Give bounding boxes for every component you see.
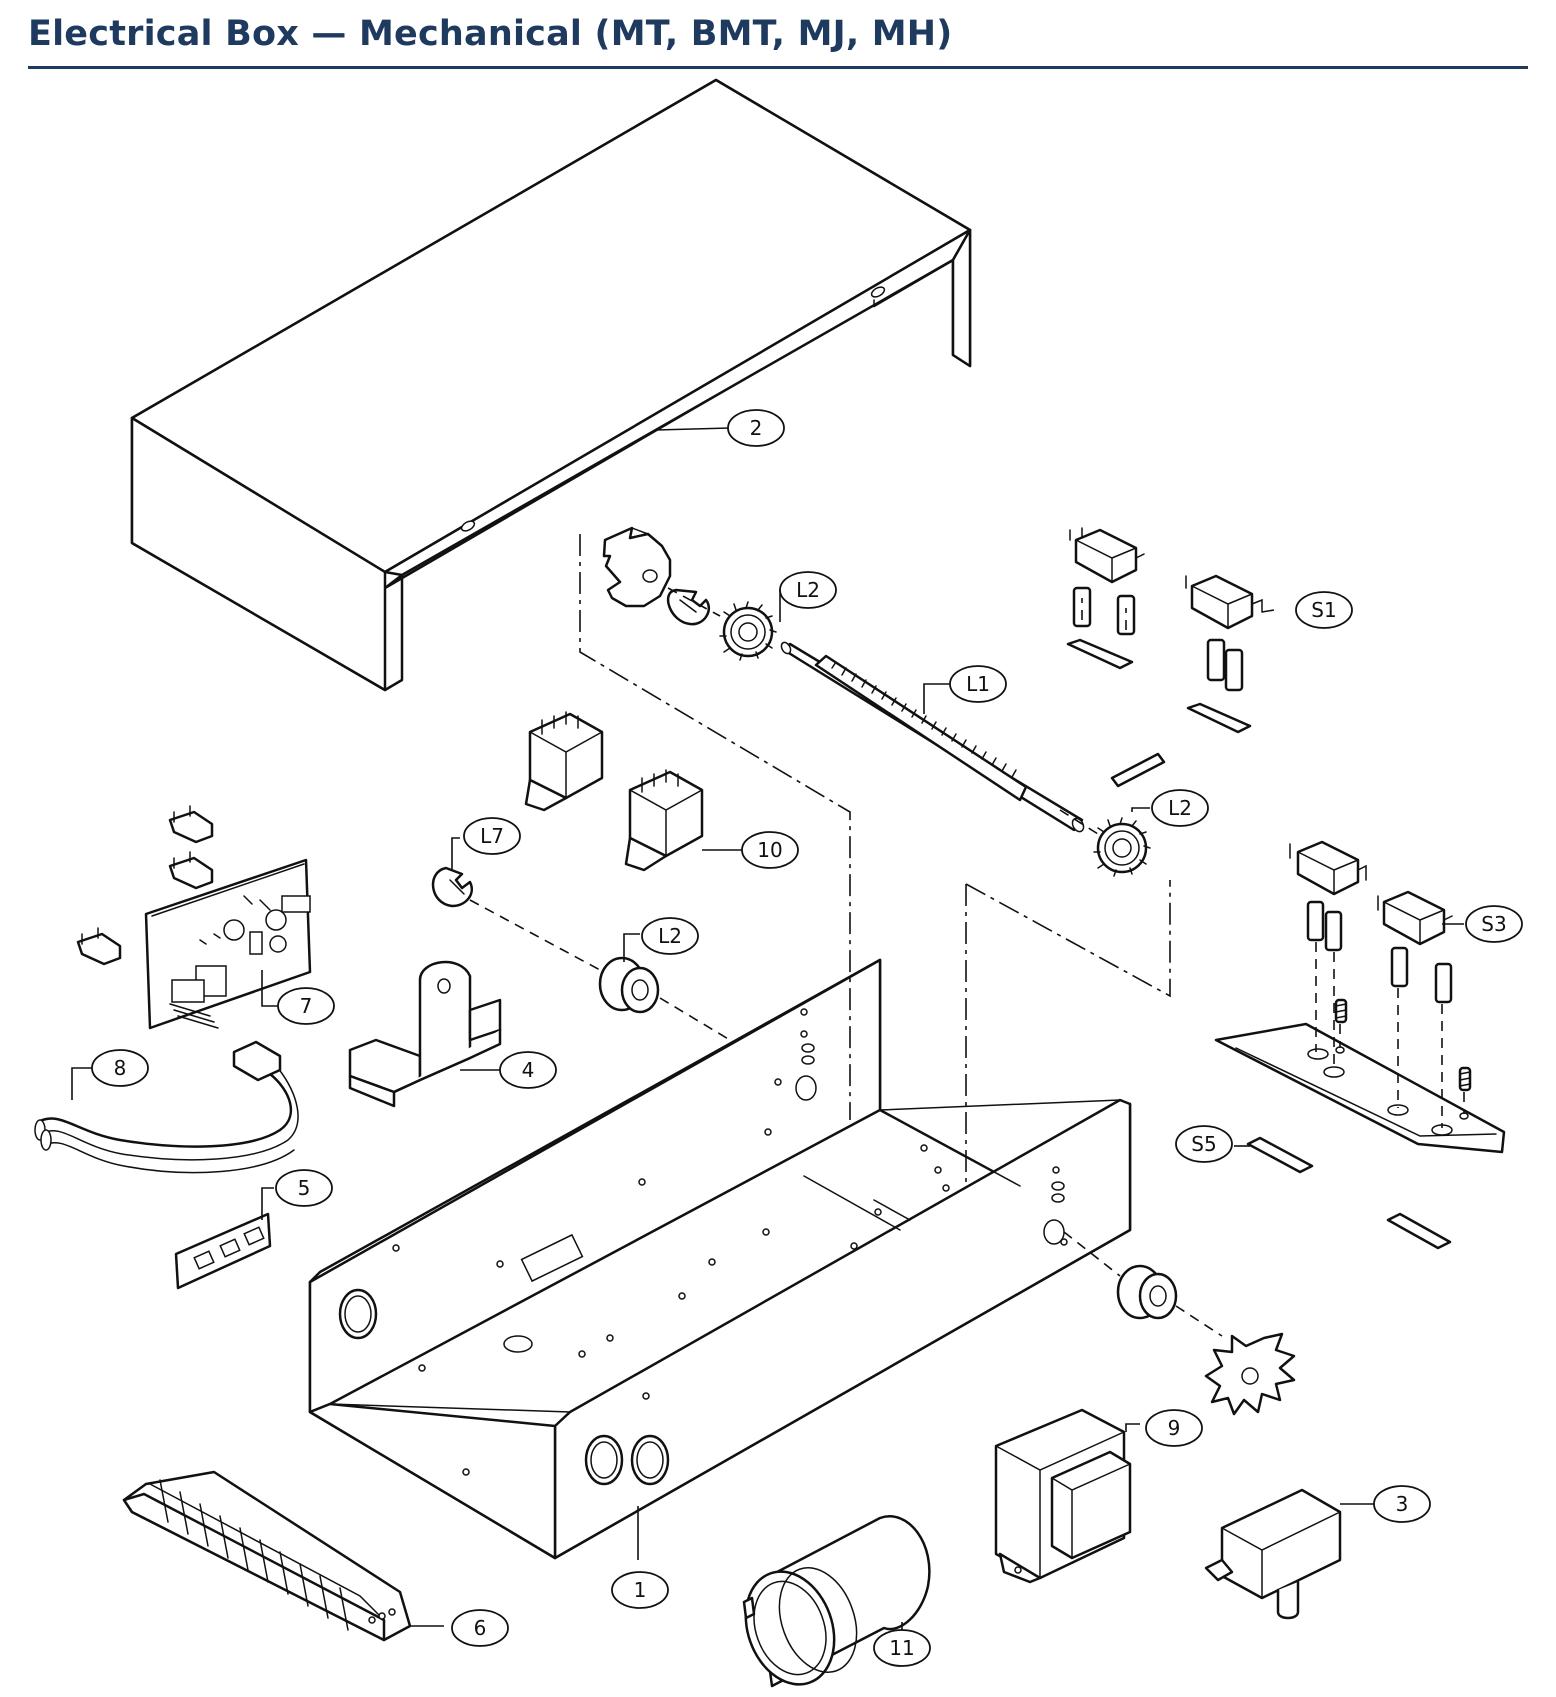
callout-bubble-l1	[949, 665, 1007, 703]
callout-5: 5	[298, 1176, 311, 1200]
callout-10: 10	[757, 838, 782, 862]
part-limit-switch-s1	[1185, 574, 1263, 734]
callout-bubble-s5	[1175, 1125, 1233, 1163]
part-connector-a	[168, 805, 214, 844]
part-roll-pin	[1110, 752, 1166, 788]
part-relay-b	[624, 769, 704, 872]
part-bearing-lower	[1116, 1264, 1178, 1320]
callout-bubble-l2-mid	[641, 917, 699, 955]
callout-l2-top: L2	[796, 578, 820, 602]
callout-s5: S5	[1191, 1132, 1216, 1156]
callout-bubble-9	[1145, 1409, 1203, 1447]
callout-bubble-11	[873, 1629, 931, 1667]
part-cover	[130, 78, 972, 692]
assembly-lines	[469, 534, 1223, 1337]
callouts: 2 L2 S1 L1 L2 L7 10 L2 S3 7 8 4 5 S5 9 3…	[71, 409, 1523, 1667]
callout-l7: L7	[480, 824, 504, 848]
callout-bubble-3	[1373, 1485, 1431, 1523]
part-relay-a	[524, 711, 604, 812]
callout-bubble-1	[611, 1571, 669, 1609]
part-limit-switch-s3	[1377, 890, 1453, 1004]
callout-s3: S3	[1481, 912, 1506, 936]
part-connector-b	[168, 851, 214, 890]
callout-bubble-l2-top	[779, 571, 837, 609]
part-limit-switch-upper-right	[1289, 840, 1367, 952]
chassis-holes	[392, 1008, 1068, 1476]
callout-s1: S1	[1311, 598, 1336, 622]
part-clip-upper	[666, 588, 711, 626]
callout-bubble-4	[499, 1051, 557, 1089]
callout-bubble-s3	[1465, 905, 1523, 943]
part-capacitor-11	[742, 1515, 931, 1688]
part-switch-bracket	[1214, 942, 1506, 1154]
callout-bubble-5	[275, 1169, 333, 1207]
callout-bubble-l2-right	[1151, 789, 1209, 827]
callout-bubble-7	[277, 987, 335, 1025]
part-bracket-4	[348, 960, 502, 1108]
part-insulator-s5-b	[1386, 1212, 1452, 1250]
callout-l2-right: L2	[1168, 796, 1192, 820]
part-board-5	[174, 1212, 272, 1290]
callout-9: 9	[1168, 1416, 1181, 1440]
part-terminal-block	[122, 1470, 412, 1642]
part-transformer	[994, 1408, 1132, 1584]
part-gear-upper	[719, 601, 777, 661]
callout-l1: L1	[966, 672, 990, 696]
part-gear-lower	[1093, 817, 1151, 877]
part-wire-harness	[34, 1040, 299, 1174]
callout-7: 7	[300, 994, 313, 1018]
callout-8: 8	[114, 1056, 127, 1080]
part-sprocket	[1204, 1332, 1296, 1416]
part-suppressor-3	[1204, 1488, 1342, 1620]
callout-bubble-10	[741, 831, 799, 869]
callout-bubble-8	[91, 1049, 149, 1087]
callout-6: 6	[474, 1616, 487, 1640]
callout-3: 3	[1396, 1492, 1409, 1516]
callout-1: 1	[634, 1578, 647, 1602]
callout-2: 2	[750, 416, 763, 440]
part-lead-screw	[780, 641, 1085, 833]
callout-bubble-l7	[463, 817, 521, 855]
callout-11: 11	[889, 1636, 914, 1660]
callout-bubble-2	[727, 409, 785, 447]
page-title: Electrical Box — Mechanical (MT, BMT, MJ…	[28, 14, 953, 54]
part-chassis	[308, 958, 1132, 1560]
callout-bubble-6	[451, 1609, 509, 1647]
part-bearing-l2	[598, 956, 660, 1014]
callout-4: 4	[522, 1058, 535, 1082]
part-insulator-s5-a	[1246, 1136, 1314, 1174]
part-clip-l7	[431, 866, 473, 908]
part-drive-cam	[602, 526, 672, 608]
title-rule	[28, 66, 1528, 69]
part-connector-c	[76, 927, 122, 966]
part-circuit-board	[144, 858, 312, 1030]
part-limit-switch-a	[1066, 527, 1145, 670]
callout-bubble-s1	[1295, 591, 1353, 629]
callout-l2-mid: L2	[658, 924, 682, 948]
